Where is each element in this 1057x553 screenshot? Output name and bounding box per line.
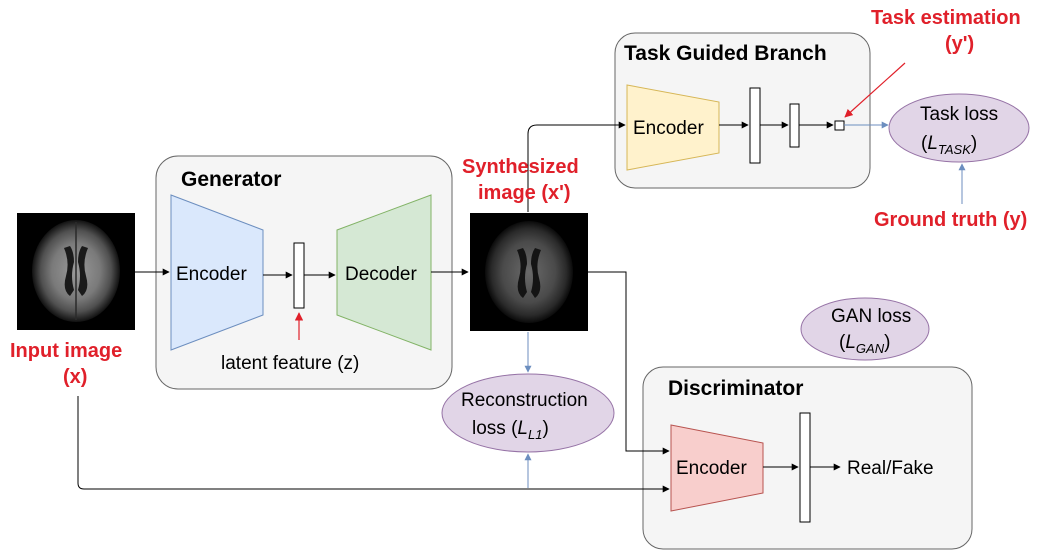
task-estimation-label: Task estimation [871, 7, 1021, 29]
task-vector-1 [749, 87, 761, 164]
latent-vector [293, 242, 305, 309]
discriminator-encoder-block [670, 424, 764, 512]
gan-loss-label: GAN loss [831, 306, 911, 327]
synthesized-image [470, 213, 588, 331]
synthesized-image-symbol: image (x') [478, 182, 571, 204]
arrow-synth-to-task-encoder [527, 121, 626, 212]
arrow-synth-to-disc-encoder [588, 271, 670, 455]
real-fake-label: Real/Fake [847, 458, 934, 479]
task-encoder-block [626, 84, 720, 171]
generator-decoder-label: Decoder [345, 264, 417, 285]
arrow-input-to-disc-encoder [77, 396, 670, 493]
task-vector-2 [789, 103, 800, 148]
task-encoder-label: Encoder [633, 118, 704, 139]
generator-encoder-block [170, 194, 264, 351]
ground-truth-label: Ground truth (y) [874, 209, 1027, 231]
task-loss-ellipse [888, 93, 1030, 163]
discriminator-vector [799, 412, 811, 523]
task-estimation-symbol: (y') [945, 33, 974, 55]
task-branch-title: Task Guided Branch [624, 42, 827, 65]
generator-encoder-label: Encoder [176, 264, 247, 285]
input-image-symbol: (x) [63, 366, 87, 388]
task-loss-label: Task loss [920, 104, 998, 125]
gan-loss-ellipse [800, 297, 930, 361]
discriminator-title: Discriminator [668, 377, 803, 400]
reconstruction-loss-ellipse [441, 373, 615, 453]
discriminator-encoder-label: Encoder [676, 458, 747, 479]
latent-feature-label: latent feature (z) [221, 353, 359, 374]
input-image [17, 213, 135, 330]
generator-title: Generator [181, 168, 281, 191]
task-output-node [834, 120, 845, 131]
reconstruction-loss-formula: loss (LL1) [472, 418, 549, 442]
task-estimation-pointer-arrow [844, 62, 906, 118]
reconstruction-loss-label: Reconstruction [461, 390, 588, 411]
input-image-label: Input image [10, 340, 122, 362]
synthesized-image-label: Synthesized [462, 156, 579, 178]
generator-decoder-block [336, 194, 432, 351]
